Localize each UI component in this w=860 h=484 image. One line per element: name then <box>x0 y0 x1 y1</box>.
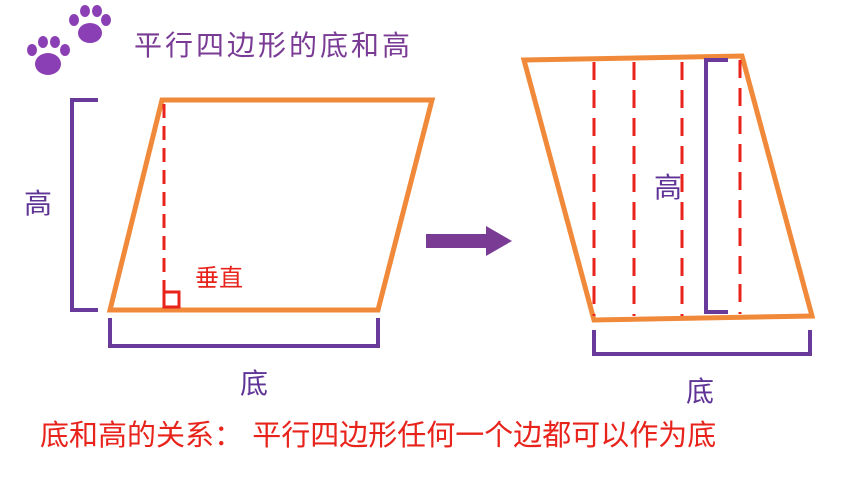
height-label-right: 高 <box>654 171 683 204</box>
height-lines-right <box>592 60 742 316</box>
arrow-right-icon <box>426 226 512 256</box>
page-title: 平行四边形的底和高 <box>134 29 414 62</box>
height-bracket-left <box>70 98 98 312</box>
base-label-right: 底 <box>686 375 715 408</box>
base-label-left: 底 <box>240 367 269 400</box>
parallelogram-right <box>520 53 816 323</box>
right-angle-icon <box>162 290 181 309</box>
paw-print-icon <box>27 5 111 75</box>
height-bracket-right <box>704 58 728 314</box>
base-bracket-right <box>592 330 812 356</box>
base-bracket-left <box>108 318 380 348</box>
perpendicular-label: 垂直 <box>195 264 243 292</box>
relation-text: 底和高的关系： 平行四边形任何一个边都可以作为底 <box>40 418 717 452</box>
height-label-left: 高 <box>24 187 53 220</box>
parallelogram-left <box>106 97 436 313</box>
